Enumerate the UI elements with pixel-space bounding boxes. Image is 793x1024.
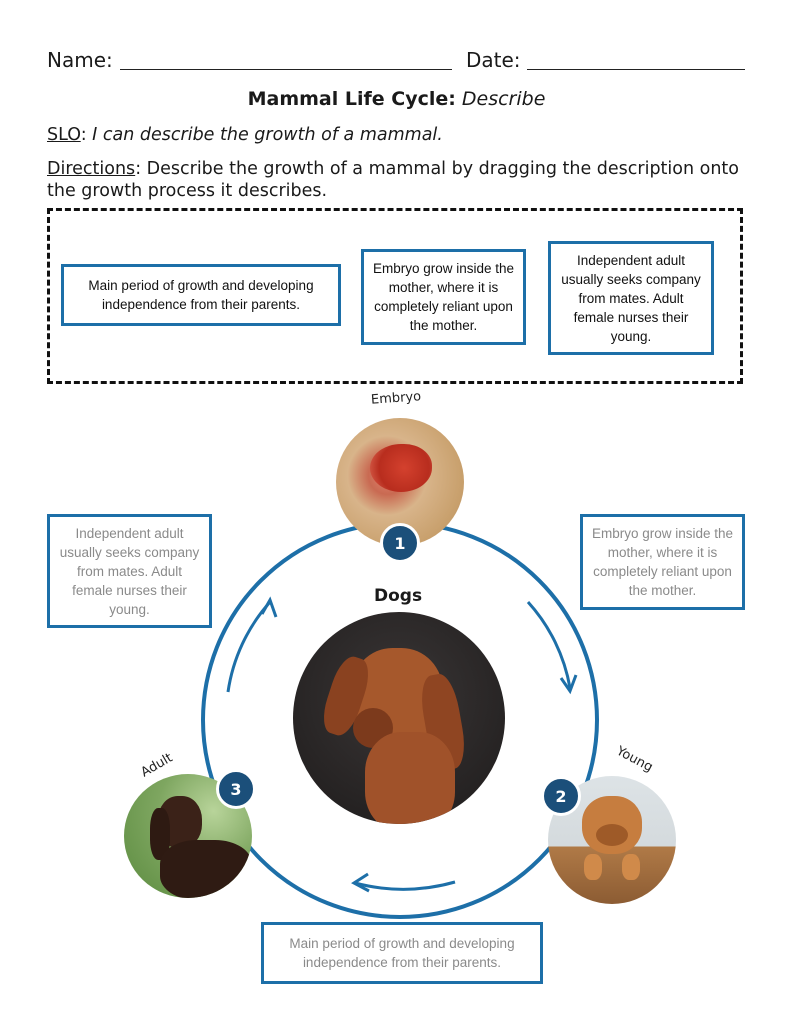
arrow-young-to-adult xyxy=(354,880,456,891)
slo-text: I can describe the growth of a mammal. xyxy=(92,125,443,145)
target-slot-adult[interactable]: Independent adult usually seeks company … xyxy=(47,514,212,628)
adult-dog-ear xyxy=(150,808,170,860)
embryo-photo xyxy=(336,418,464,546)
puppy-left-paw xyxy=(584,854,602,880)
name-label: Name: xyxy=(47,48,113,72)
name-field-line[interactable] xyxy=(120,69,452,70)
draggable-card-embryo[interactable]: Embryo grow inside the mother, where it … xyxy=(361,249,526,345)
date-label: Date: xyxy=(466,48,521,72)
puppy-right-paw xyxy=(622,854,640,880)
target-slot-young[interactable]: Main period of growth and developing ind… xyxy=(261,922,543,984)
embryo-shape xyxy=(370,444,432,492)
directions-text: : Describe the growth of a mammal by dra… xyxy=(47,159,739,201)
stage-badge-3: 3 xyxy=(216,769,256,809)
draggable-card-young[interactable]: Main period of growth and developing ind… xyxy=(61,264,341,326)
title-bold: Mammal Life Cycle: xyxy=(247,88,456,110)
puppy-snout xyxy=(596,824,628,846)
arrow-embryo-to-young xyxy=(526,600,572,689)
slo-label: SLO xyxy=(47,125,81,145)
page-title: Mammal Life Cycle: Describe xyxy=(0,88,793,110)
dog-center-photo xyxy=(293,612,505,824)
draggable-card-adult[interactable]: Independent adult usually seeks company … xyxy=(548,241,714,355)
center-label: Dogs xyxy=(374,586,423,606)
arrow-young-to-adult-head xyxy=(351,872,370,893)
directions-line: Directions: Describe the growth of a mam… xyxy=(47,158,752,202)
arrow-adult-to-embryo-head xyxy=(260,596,278,618)
stage-badge-2: 2 xyxy=(541,776,581,816)
slo-line: SLO: I can describe the growth of a mamm… xyxy=(47,124,747,146)
adult-photo xyxy=(124,774,252,898)
stage-badge-1: 1 xyxy=(380,523,420,563)
arrow-embryo-to-young-head xyxy=(559,674,578,695)
young-photo xyxy=(548,776,676,904)
target-slot-embryo[interactable]: Embryo grow inside the mother, where it … xyxy=(580,514,745,610)
directions-label: Directions xyxy=(47,159,136,179)
date-field-line[interactable] xyxy=(527,69,745,70)
slo-colon: : xyxy=(80,125,93,145)
title-italic: Describe xyxy=(461,88,546,110)
draggable-area xyxy=(47,208,743,384)
adult-dog-body xyxy=(160,840,252,898)
dog-neck xyxy=(365,732,455,824)
